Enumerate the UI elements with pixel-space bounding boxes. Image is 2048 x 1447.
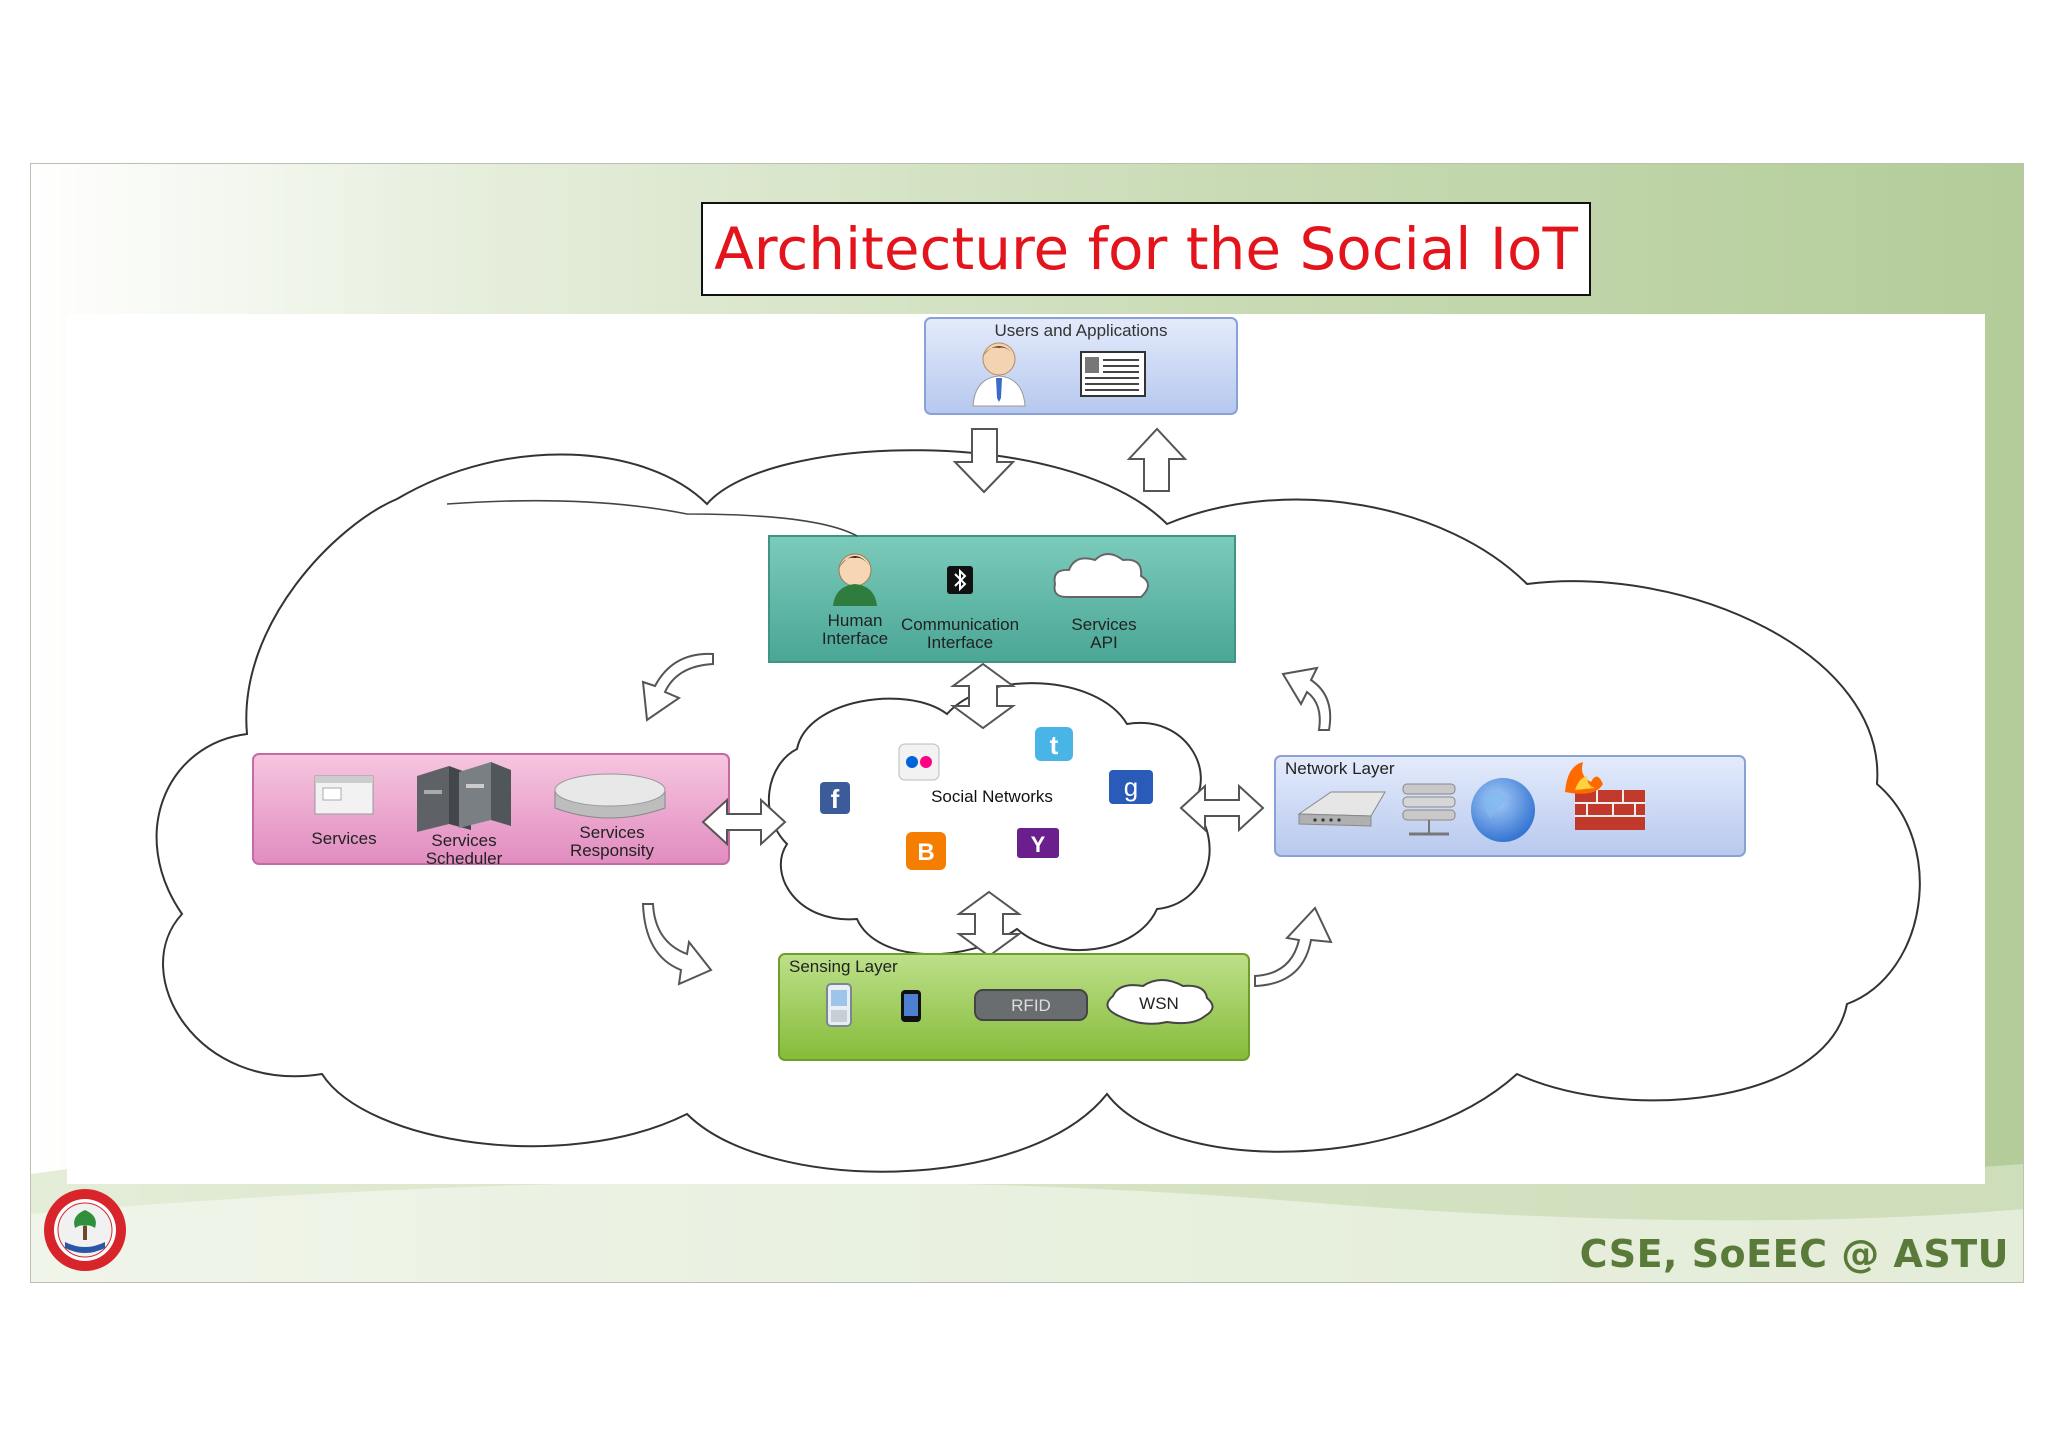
rfid-tag: RFID <box>974 989 1088 1021</box>
services-api-label-2: API <box>1090 633 1117 652</box>
university-logo <box>44 1189 126 1271</box>
human-interface-label-1: Human <box>828 611 883 630</box>
slide-title: Architecture for the Social IoT <box>714 215 1578 283</box>
arrow-interface-social <box>949 662 1017 730</box>
services-repository-label-1: Services <box>579 823 644 842</box>
firewall-icon <box>1565 762 1645 830</box>
curved-arrow-top-left <box>641 652 714 722</box>
services-window-icon <box>314 775 374 815</box>
database-icon <box>1402 783 1456 836</box>
communication-interface-label-2: Interface <box>927 633 993 652</box>
globe-icon <box>1471 778 1535 842</box>
svg-text:t: t <box>1050 730 1059 760</box>
google-icon: g <box>1109 770 1153 804</box>
network-layer-label: Network Layer <box>1285 759 1395 778</box>
connector-curve <box>446 499 858 537</box>
sensing-layer-box: Sensing Layer RFID WSN <box>778 953 1250 1061</box>
svg-text:f: f <box>831 784 840 814</box>
server-icon <box>417 762 511 832</box>
social-networks-label: Social Networks <box>931 787 1053 806</box>
mobile-icon <box>901 990 921 1022</box>
communication-interface-label-1: Communication <box>901 615 1019 634</box>
footer-credit: CSE, SoEEC @ ASTU <box>1579 1232 2009 1276</box>
services-layer-box: Services Services Scheduler Services Res… <box>252 753 730 868</box>
facebook-icon: f <box>820 782 850 814</box>
twitter-icon: t <box>1035 727 1073 761</box>
architecture-diagram: Users and Applications <box>155 317 1921 1173</box>
human-interface-label-2: Interface <box>822 629 888 648</box>
cloud-api-icon <box>1053 553 1149 598</box>
user-icon <box>972 342 1026 407</box>
router-icon <box>1297 791 1386 827</box>
svg-text:B: B <box>917 839 934 866</box>
title-box: Architecture for the Social IoT <box>701 202 1591 296</box>
human-icon <box>833 553 877 606</box>
services-label: Services <box>311 829 376 848</box>
curved-arrow-bottom-right <box>1254 906 1333 988</box>
repository-disk-icon <box>554 773 666 819</box>
bluetooth-icon <box>947 566 973 594</box>
interface-layer-box: Human Interface Communication Interface … <box>768 535 1236 663</box>
services-scheduler-label-1: Services <box>431 831 496 850</box>
users-applications-label: Users and Applications <box>995 321 1168 340</box>
svg-text:Y: Y <box>1031 832 1046 857</box>
diagram-panel: Users and Applications <box>67 314 1985 1184</box>
rfid-label: RFID <box>1011 996 1051 1015</box>
services-api-label-1: Services <box>1071 615 1136 634</box>
services-scheduler-label-2: Scheduler <box>426 849 503 868</box>
curved-arrow-top-right <box>1281 666 1332 731</box>
arrow-up-users <box>1126 427 1188 492</box>
flickr-icon <box>898 743 940 781</box>
sensing-layer-label: Sensing Layer <box>789 957 898 976</box>
services-repository-label-2: Responsity <box>570 841 655 860</box>
arrow-social-network <box>1179 783 1265 833</box>
slide: Architecture for the Social IoT <box>30 163 2024 1283</box>
yahoo-icon: Y <box>1017 828 1059 858</box>
application-icon <box>1080 351 1146 397</box>
users-applications-box: Users and Applications <box>924 317 1238 415</box>
wsn-label: WSN <box>1139 994 1179 1013</box>
phone-icon <box>826 983 852 1027</box>
arrow-down-users <box>952 428 1016 494</box>
wsn-cloud: WSN <box>1106 979 1214 1025</box>
curved-arrow-bottom-left <box>641 903 713 986</box>
arrow-services-social <box>701 797 787 847</box>
svg-text:g: g <box>1124 772 1138 802</box>
blogger-icon: B <box>906 832 946 870</box>
network-layer-box: Network Layer <box>1274 755 1746 857</box>
